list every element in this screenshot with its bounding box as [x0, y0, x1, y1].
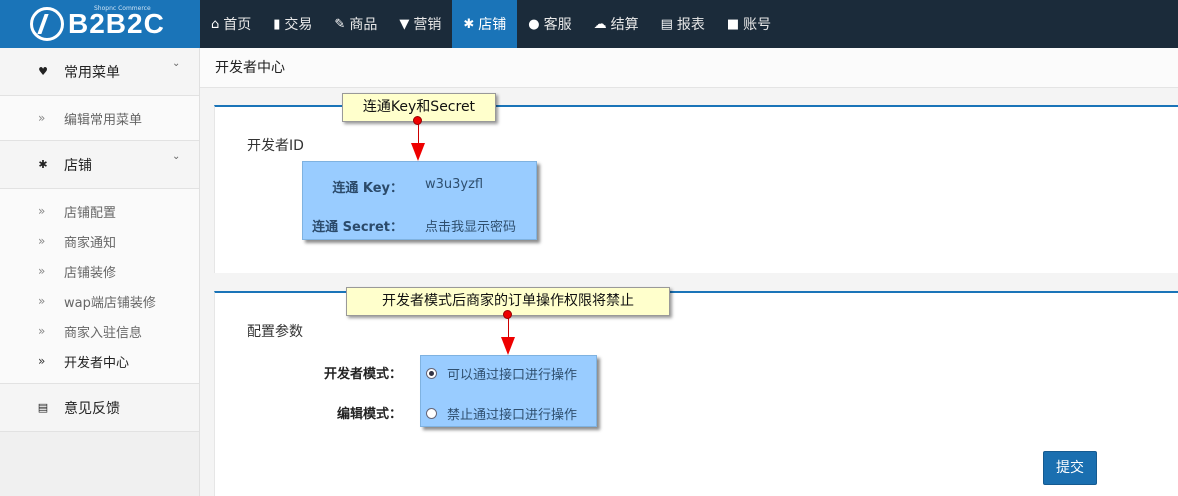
- sidebar-item-label: 编辑常用菜单: [64, 112, 143, 128]
- sidebar-section-label: 常用菜单: [64, 64, 120, 81]
- brand-tagline: Shopnc Commerce: [94, 5, 151, 12]
- radio-label: 可以通过接口进行操作: [447, 368, 578, 383]
- store-menu-list: » 店铺配置 » 商家通知 » 店铺装修 » wap端店铺装修 » 商家入驻信息 » 开发者中心: [0, 189, 199, 384]
- callout-arrow-dot: [413, 116, 422, 125]
- section-label-developer-id: 开发者ID: [247, 138, 304, 154]
- sidebar-item-label: 商家通知: [64, 235, 117, 251]
- logo-icon: [30, 7, 64, 41]
- bar-chart-icon: ▮: [273, 16, 281, 32]
- radio-forbid-api[interactable]: 禁止通过接口进行操作: [426, 404, 577, 423]
- nav-item-5[interactable]: ●客服: [517, 0, 582, 48]
- sidebar-item-store-0[interactable]: » 店铺配置: [0, 196, 199, 226]
- submit-button[interactable]: 提交: [1043, 451, 1097, 485]
- radio-button[interactable]: [426, 368, 437, 379]
- sidebar-item-store-4[interactable]: » 商家入驻信息: [0, 316, 199, 346]
- config-panel: 配置参数: [214, 291, 1178, 496]
- double-chevron-right-icon: »: [38, 294, 46, 308]
- chevron-down-icon: ⌄: [172, 151, 181, 162]
- heart-icon: ♥: [38, 65, 48, 78]
- sidebar-section-feedback[interactable]: ▤ 意见反馈: [0, 384, 199, 432]
- nav-item-6[interactable]: ☁结算: [583, 0, 650, 48]
- double-chevron-right-icon: »: [38, 324, 46, 338]
- double-chevron-right-icon: »: [38, 111, 46, 125]
- nav-item-4[interactable]: ✱店铺: [452, 0, 518, 48]
- nav-item-label: 结算: [610, 17, 639, 33]
- sidebar: ♥ 常用菜单 ⌄ » 编辑常用菜单 ✱ 店铺 ⌄ » 店铺配置 » 商家通知 » 店铺装修…: [0, 48, 200, 496]
- chat-icon: ●: [528, 16, 540, 32]
- sidebar-item-store-5[interactable]: » 开发者中心: [0, 346, 199, 376]
- callout-arrow-head: [501, 337, 515, 355]
- sidebar-section-store[interactable]: ✱ 店铺 ⌄: [0, 141, 199, 189]
- nav-item-0[interactable]: ⌂首页: [200, 0, 262, 48]
- nav-item-label: 商品: [349, 17, 378, 33]
- sidebar-item-label: 开发者中心: [64, 355, 130, 371]
- credentials-box: 连通 Key： w3u3yzfl 连通 Secret： 点击我显示密码: [302, 161, 537, 240]
- main-nav: ⌂首页▮交易✎商品▼营销✱店铺●客服☁结算▤报表■账号: [200, 0, 782, 48]
- nav-item-2[interactable]: ✎商品: [323, 0, 388, 48]
- sidebar-section-label: 店铺: [64, 157, 92, 174]
- nav-item-8[interactable]: ■账号: [716, 0, 782, 48]
- top-navbar: B2B2C Shopnc Commerce ⌂首页▮交易✎商品▼营销✱店铺●客服…: [0, 0, 1178, 48]
- report-icon: ▤: [660, 16, 673, 32]
- chevron-down-icon: ⌄: [172, 58, 181, 69]
- lock-icon: ■: [726, 16, 740, 32]
- radio-label: 禁止通过接口进行操作: [447, 408, 578, 423]
- edit-mode-label: 编辑模式：: [336, 407, 402, 422]
- callout-arrow-line: [508, 315, 509, 338]
- gear-icon: ✱: [38, 158, 48, 171]
- sidebar-item-store-2[interactable]: » 店铺装修: [0, 256, 199, 286]
- brand-name: B2B2C: [68, 8, 165, 39]
- nav-item-label: 客服: [543, 17, 572, 33]
- nav-item-1[interactable]: ▮交易: [262, 0, 323, 48]
- cloud-icon: ☁: [593, 16, 607, 32]
- radio-allow-api[interactable]: 可以通过接口进行操作: [426, 364, 577, 383]
- section-label-config: 配置参数: [247, 324, 303, 340]
- key-value: w3u3yzfl: [425, 177, 484, 192]
- sidebar-item-store-1[interactable]: » 商家通知: [0, 226, 199, 256]
- callout-arrow-line: [418, 121, 419, 144]
- brand-logo[interactable]: B2B2C Shopnc Commerce: [0, 0, 200, 48]
- sidebar-item-edit-common-menu[interactable]: » 编辑常用菜单: [0, 103, 199, 133]
- mode-options-box: 可以通过接口进行操作 禁止通过接口进行操作: [420, 355, 597, 427]
- nav-item-label: 报表: [676, 17, 705, 33]
- nav-item-3[interactable]: ▼营销: [388, 0, 452, 48]
- radio-button[interactable]: [426, 408, 437, 419]
- double-chevron-right-icon: »: [38, 354, 46, 368]
- page-title: 开发者中心: [200, 48, 1178, 88]
- callout-arrow-head: [411, 143, 425, 161]
- dev-mode-label: 开发者模式：: [323, 367, 402, 382]
- nav-item-label: 账号: [743, 17, 772, 33]
- sidebar-section-common-menu[interactable]: ♥ 常用菜单 ⌄: [0, 48, 199, 96]
- nav-item-label: 交易: [284, 17, 313, 33]
- sidebar-section-label: 意见反馈: [64, 400, 120, 417]
- sidebar-item-label: 店铺装修: [64, 265, 117, 281]
- nav-item-label: 店铺: [478, 17, 507, 33]
- home-icon: ⌂: [211, 16, 220, 32]
- sidebar-item-label: wap端店铺装修: [64, 295, 156, 311]
- show-secret-link[interactable]: 点击我显示密码: [425, 220, 517, 235]
- sidebar-item-label: 店铺配置: [64, 205, 117, 221]
- nav-item-7[interactable]: ▤报表: [650, 0, 716, 48]
- common-menu-list: » 编辑常用菜单: [0, 96, 199, 141]
- gear-icon: ✱: [463, 16, 475, 32]
- double-chevron-right-icon: »: [38, 264, 46, 278]
- key-label: 连通 Key：: [332, 181, 403, 196]
- double-chevron-right-icon: »: [38, 234, 46, 248]
- main-content: 开发者中心 开发者ID 配置参数 连通 Key： w3u3yzfl 连通 Sec…: [200, 48, 1178, 496]
- edit-icon: ✎: [334, 16, 346, 32]
- sidebar-item-label: 商家入驻信息: [64, 325, 143, 341]
- bookmark-icon: ▼: [399, 16, 410, 32]
- secret-label: 连通 Secret：: [312, 220, 403, 235]
- double-chevron-right-icon: »: [38, 204, 46, 218]
- list-icon: ▤: [37, 401, 49, 414]
- nav-item-label: 营销: [413, 17, 442, 33]
- callout-arrow-dot: [503, 310, 512, 319]
- sidebar-item-store-3[interactable]: » wap端店铺装修: [0, 286, 199, 316]
- nav-item-label: 首页: [223, 17, 252, 33]
